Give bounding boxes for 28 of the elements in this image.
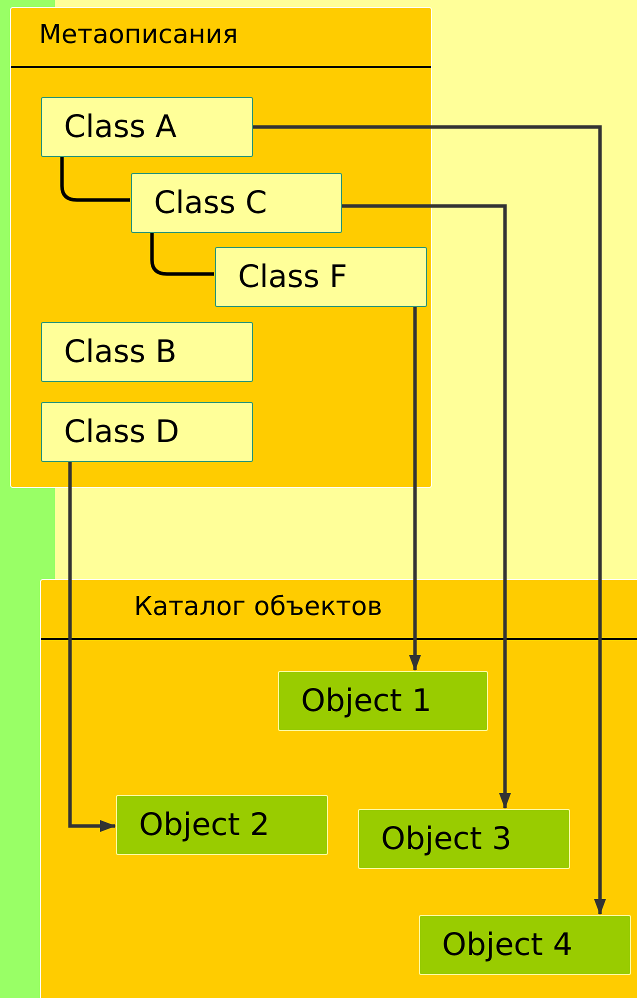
box-label: Object 2 [139, 810, 270, 840]
arrow [252, 125, 606, 915]
box-label: Class F [238, 262, 348, 292]
object-box [116, 795, 328, 855]
box-label: Object 4 [442, 930, 573, 960]
group-panel [10, 7, 432, 488]
object-box [419, 915, 631, 975]
connector-line [150, 232, 214, 276]
arrow [68, 461, 116, 832]
arrow [409, 306, 421, 671]
box-label: Class A [64, 112, 177, 142]
box-label: Class B [64, 336, 177, 368]
arrow [341, 204, 511, 809]
object-box [358, 809, 570, 869]
class-box [41, 402, 253, 462]
box-label: Object 3 [381, 824, 512, 854]
panel-heading: Метаописания [39, 22, 238, 48]
object-box [278, 671, 488, 731]
class-box [41, 322, 253, 382]
box-label: Class C [154, 188, 268, 218]
group-panel [40, 579, 637, 998]
box-label: Class D [64, 416, 180, 448]
connector-line [60, 156, 130, 202]
box-label: Object 1 [301, 686, 432, 716]
class-box [41, 97, 253, 157]
class-box [131, 173, 342, 233]
class-box [215, 247, 427, 307]
panel-heading: Каталог объектов [134, 594, 382, 620]
